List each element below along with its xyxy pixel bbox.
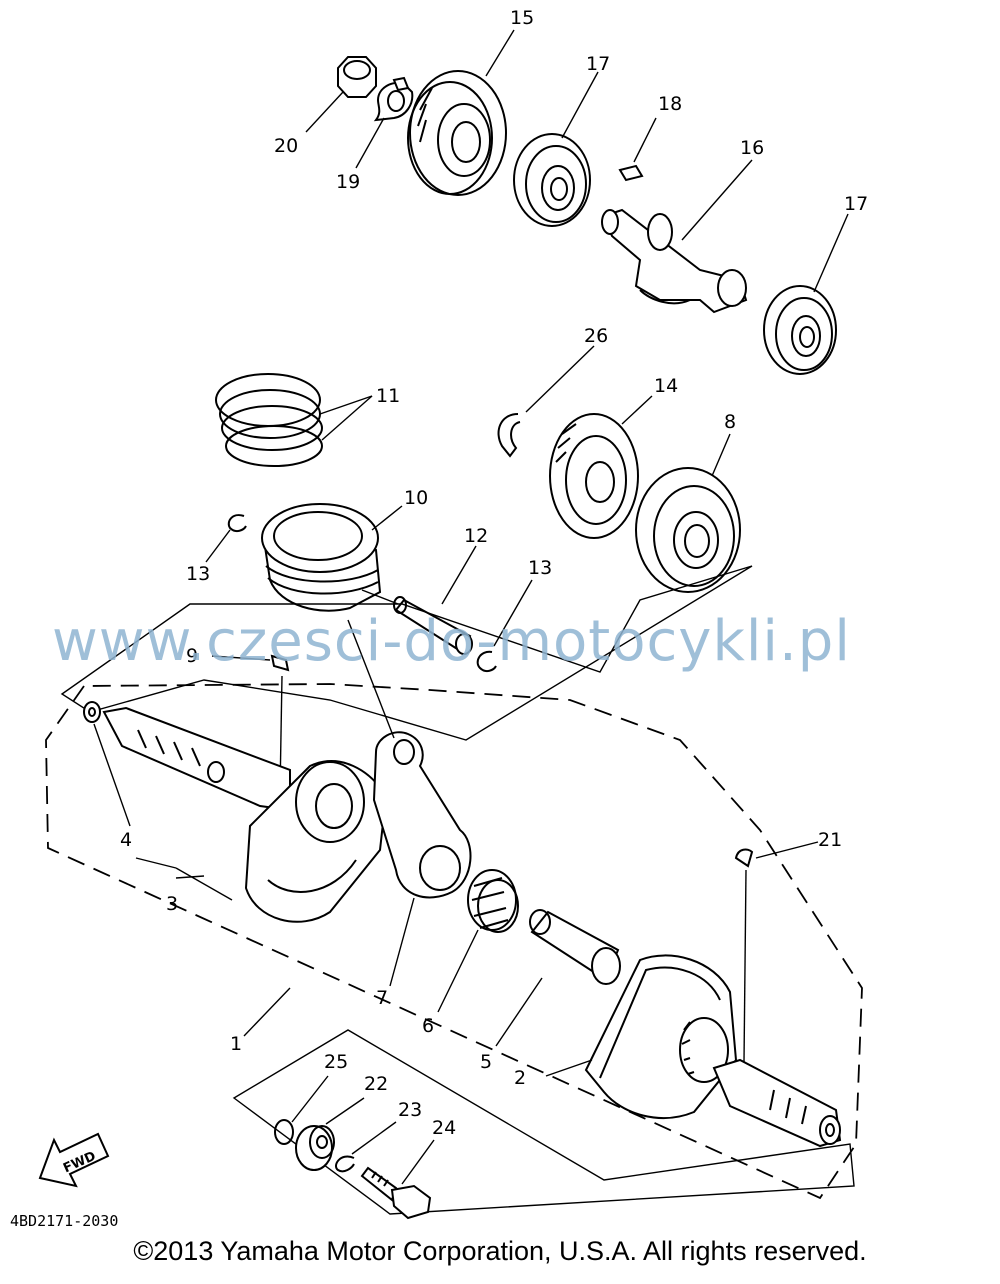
part-19-lock-washer bbox=[373, 76, 414, 122]
part-25-o-ring bbox=[274, 1119, 294, 1145]
callout-3: 3 bbox=[166, 893, 178, 915]
copyright-notice: ©2013 Yamaha Motor Corporation, U.S.A. A… bbox=[133, 1236, 867, 1266]
assembly-outline-lower bbox=[232, 1029, 855, 1215]
part-14-gear bbox=[549, 413, 639, 539]
part-21-key bbox=[734, 848, 754, 868]
callout-25: 25 bbox=[324, 1051, 348, 1073]
callout-labels: 15 17 18 16 17 20 19 26 14 8 11 10 12 13… bbox=[120, 7, 868, 1139]
callout-12: 12 bbox=[464, 525, 488, 547]
callout-4: 4 bbox=[120, 829, 132, 851]
part-18-key bbox=[618, 164, 644, 182]
part-13-clip-right bbox=[476, 650, 497, 673]
callout-17-upper: 17 bbox=[586, 53, 610, 75]
callout-8: 8 bbox=[724, 411, 736, 433]
part-6-needle-bearing bbox=[467, 869, 519, 933]
callout-6: 6 bbox=[422, 1015, 434, 1037]
callout-22: 22 bbox=[364, 1073, 388, 1095]
callout-21: 21 bbox=[818, 829, 842, 851]
part-26-circlip bbox=[497, 413, 521, 458]
part-22-washer bbox=[295, 1125, 335, 1171]
part-24-bolt bbox=[360, 1166, 432, 1220]
callout-19: 19 bbox=[336, 171, 360, 193]
watermark: www.czesci-do-motocykli.pl bbox=[52, 609, 851, 674]
callout-20: 20 bbox=[274, 135, 298, 157]
part-9-key bbox=[270, 654, 290, 672]
callout-7: 7 bbox=[376, 987, 388, 1009]
diagram-code: 4BD2171-2030 bbox=[10, 1212, 118, 1230]
assembly-outline-upper bbox=[60, 565, 753, 741]
part-3-crank-left bbox=[102, 706, 388, 923]
part-17-bearing-lower bbox=[763, 285, 837, 375]
callout-1: 1 bbox=[230, 1033, 242, 1055]
part-5-crank-pin bbox=[529, 909, 621, 985]
fwd-arrow: FWD bbox=[38, 1132, 110, 1188]
part-10-piston bbox=[261, 503, 382, 612]
callout-10: 10 bbox=[404, 487, 428, 509]
callout-2: 2 bbox=[514, 1067, 526, 1089]
callout-17-lower: 17 bbox=[844, 193, 868, 215]
part-13-clip-left bbox=[227, 514, 247, 533]
part-15-gear bbox=[407, 70, 507, 196]
callout-16: 16 bbox=[740, 137, 764, 159]
callout-14: 14 bbox=[654, 375, 678, 397]
assembly-boundary-dashed bbox=[45, 683, 863, 1200]
part-8-bearing bbox=[635, 467, 741, 593]
part-23-circlip bbox=[335, 1155, 355, 1173]
callout-24: 24 bbox=[432, 1117, 456, 1139]
part-7-connecting-rod bbox=[372, 731, 472, 899]
part-11-piston-rings bbox=[215, 373, 323, 467]
callout-23: 23 bbox=[398, 1099, 422, 1121]
part-16-balancer-shaft bbox=[601, 208, 748, 314]
part-20-nut bbox=[337, 56, 377, 98]
callout-5: 5 bbox=[480, 1051, 492, 1073]
callout-26: 26 bbox=[584, 325, 608, 347]
callout-15: 15 bbox=[510, 7, 534, 29]
callout-13-left: 13 bbox=[186, 563, 210, 585]
callout-11: 11 bbox=[376, 385, 400, 407]
part-4-washer bbox=[83, 701, 101, 723]
callout-18: 18 bbox=[658, 93, 682, 115]
callout-9: 9 bbox=[186, 645, 198, 667]
part-17-bearing-upper bbox=[513, 133, 591, 227]
callout-13-right: 13 bbox=[528, 557, 552, 579]
part-2-crank-right bbox=[584, 954, 842, 1148]
